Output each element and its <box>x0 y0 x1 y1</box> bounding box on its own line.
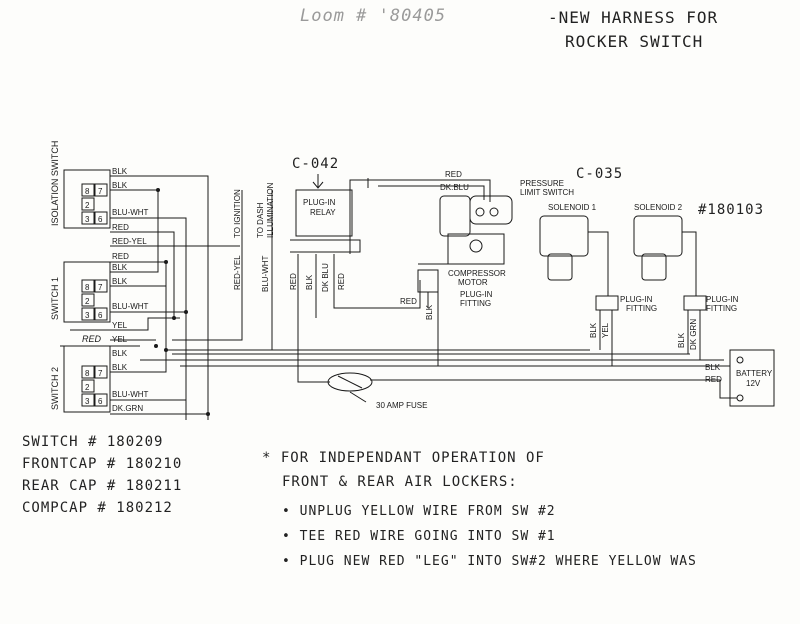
solenoid-1-label: SOLENOID 1 <box>548 203 597 212</box>
wire-label: BLU-WHT <box>112 208 149 217</box>
wire-label-vertical: BLK <box>589 322 598 338</box>
notes-bullet: • PLUG NEW RED "LEG" INTO SW#2 WHERE YEL… <box>282 554 697 569</box>
battery-box <box>729 349 775 407</box>
wire-label: YEL <box>112 321 128 330</box>
dash-label-1: TO DASH <box>256 202 265 238</box>
wire-label: BLK <box>705 363 721 372</box>
wire-label: RED <box>445 170 462 179</box>
battery-label-2: 12V <box>746 379 761 388</box>
pin-label: 2 <box>85 201 90 210</box>
wire-label: BLK <box>112 363 128 372</box>
fuse-30-amp <box>327 372 373 392</box>
wire-label-vertical: DK BLU <box>321 263 330 292</box>
pin-label: 6 <box>98 397 103 406</box>
wire-label-vertical: BLU-WHT <box>261 255 270 292</box>
fitting-label-2: FITTING <box>706 304 737 313</box>
switch-2-label: SWITCH 2 <box>50 367 60 410</box>
parts-list: SWITCH # 180209 FRONTCAP # 180210 REAR C… <box>22 434 182 516</box>
struck-yel-label: YEL <box>112 335 128 344</box>
notes-heading-2: FRONT & REAR AIR LOCKERS: <box>282 474 518 490</box>
handwritten-red-label: RED <box>82 334 102 344</box>
battery-label-1: BATTERY <box>736 369 773 378</box>
title-line-1: -NEW HARNESS FOR <box>548 8 719 27</box>
wire-label-vertical: BLK <box>305 274 314 290</box>
pin-label: 8 <box>85 369 90 378</box>
wire-label: RED <box>705 375 722 384</box>
wire-label: BLK <box>112 263 128 272</box>
notes: * FOR INDEPENDANT OPERATION OF FRONT & R… <box>262 450 697 569</box>
wire-label: DK.BLU <box>440 183 469 192</box>
wire-label: BLK <box>112 277 128 286</box>
notes-heading-1: * FOR INDEPENDANT OPERATION OF <box>262 450 545 466</box>
wire-label-vertical: RED <box>289 273 298 290</box>
pin-label: 2 <box>85 297 90 306</box>
wire-label: RED <box>112 252 129 261</box>
fuse-label: 30 AMP FUSE <box>376 401 427 410</box>
relay-box <box>295 189 353 237</box>
isolation-switch-box <box>63 169 111 229</box>
pressure-label-2: LIMIT SWITCH <box>520 188 574 197</box>
wire-label: RED <box>400 297 417 306</box>
relay-code: C-042 <box>292 156 340 172</box>
ignition-label: TO IGNITION <box>233 189 242 238</box>
pin-label: 6 <box>98 311 103 320</box>
parts-item: COMPCAP # 180212 <box>22 500 173 516</box>
wire-label-vertical: BLK <box>677 332 686 348</box>
fitting-label-2: FITTING <box>626 304 657 313</box>
notes-bullet: • TEE RED WIRE GOING INTO SW #1 <box>282 529 556 544</box>
pin-label: 7 <box>98 369 103 378</box>
wire-label: RED <box>112 223 129 232</box>
isolation-switch-label: ISOLATION SWITCH <box>50 141 60 226</box>
solenoid-2-label: SOLENOID 2 <box>634 203 683 212</box>
wire-label-vertical: RED <box>337 273 346 290</box>
pin-label: 3 <box>85 311 90 320</box>
title-line-2: ROCKER SWITCH <box>565 32 704 51</box>
dash-label-2: ILLUMINATION <box>266 182 275 238</box>
wire-label-vertical: YEL <box>601 322 610 338</box>
pin-label: 7 <box>98 283 103 292</box>
fitting-label-1: PLUG-IN <box>620 295 653 304</box>
wire-label: BLU-WHT <box>112 390 149 399</box>
pin-label: 3 <box>85 397 90 406</box>
pin-label: 7 <box>98 187 103 196</box>
loom-label: Loom # '80405 <box>300 6 447 26</box>
pressure-code: C-035 <box>576 166 624 182</box>
compressor-label-2: MOTOR <box>458 278 488 287</box>
solenoid-2-part: #180103 <box>698 202 765 218</box>
parts-item: REAR CAP # 180211 <box>22 478 183 494</box>
wire-label-vertical: RED-YEL <box>233 255 242 290</box>
pin-label: 3 <box>85 215 90 224</box>
wire-label: BLK <box>112 349 128 358</box>
pin-label: 6 <box>98 215 103 224</box>
wire-label-vertical: DK GRN <box>689 319 698 350</box>
fitting-label-1: PLUG-IN <box>460 290 493 299</box>
notes-bullet: • UNPLUG YELLOW WIRE FROM SW #2 <box>282 504 556 519</box>
wire-label: RED-YEL <box>112 237 147 246</box>
relay-label-1: PLUG-IN <box>303 198 336 207</box>
wire-label: BLU-WHT <box>112 302 149 311</box>
pin-label: 2 <box>85 383 90 392</box>
wire-label-vertical: BLK <box>425 304 434 320</box>
fitting-label-1: PLUG-IN <box>706 295 739 304</box>
wire-label: BLK <box>112 167 128 176</box>
relay-label-2: RELAY <box>310 208 336 217</box>
wire-label: BLK <box>112 181 128 190</box>
switch-1-box <box>63 261 111 323</box>
parts-item: SWITCH # 180209 <box>22 434 164 450</box>
pin-label: 8 <box>85 187 90 196</box>
pin-label: 8 <box>85 283 90 292</box>
pressure-label-1: PRESSURE <box>520 179 564 188</box>
compressor-label-1: COMPRESSOR <box>448 269 506 278</box>
parts-item: FRONTCAP # 180210 <box>22 456 183 472</box>
switch-1-label: SWITCH 1 <box>50 277 60 320</box>
wire-label: DK.GRN <box>112 404 143 413</box>
fitting-label-2: FITTING <box>460 299 491 308</box>
